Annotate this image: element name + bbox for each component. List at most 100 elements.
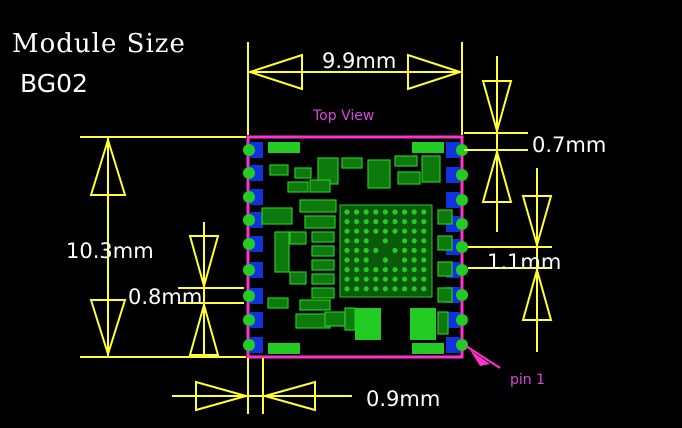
bga-ball	[382, 276, 388, 282]
bga-ball	[344, 228, 350, 234]
bga-ball	[382, 209, 388, 215]
component	[304, 215, 336, 229]
bga-ball	[363, 247, 369, 253]
bga-ball	[411, 247, 417, 253]
right-pin-pad	[446, 192, 460, 208]
component	[274, 231, 290, 273]
bga-ball	[402, 209, 408, 215]
component	[299, 299, 331, 311]
bga-ball	[402, 247, 408, 253]
left-pin-dot	[243, 167, 255, 179]
bga-ball	[354, 247, 360, 253]
left-pin-dot	[243, 339, 255, 351]
bga-ball	[421, 228, 427, 234]
bga-ball	[344, 276, 350, 282]
bga-ball	[344, 209, 350, 215]
component	[341, 157, 363, 169]
bga-ball	[392, 209, 398, 215]
right-pin-dot	[456, 144, 468, 156]
large-pad-bottom-left	[355, 308, 381, 340]
component	[287, 181, 309, 193]
bga-ball	[363, 257, 369, 263]
bga-ball	[421, 286, 427, 292]
component	[294, 167, 312, 179]
bga-ball-grid	[344, 209, 427, 292]
bga-ball	[373, 247, 379, 253]
dim-pin-pitch-label: 1.1mm	[487, 250, 561, 274]
bga-ball	[354, 209, 360, 215]
component	[311, 273, 335, 285]
bga-ball	[421, 257, 427, 263]
component	[394, 155, 418, 167]
component	[267, 297, 289, 309]
component	[344, 307, 356, 331]
bga-ball	[392, 247, 398, 253]
bga-ball	[421, 238, 427, 244]
bga-ball	[421, 209, 427, 215]
bga-ball	[421, 247, 427, 253]
bga-ball	[363, 228, 369, 234]
right-pin-dot	[456, 314, 468, 326]
component	[309, 179, 331, 193]
bga-ball	[354, 286, 360, 292]
bga-ball	[411, 286, 417, 292]
component	[289, 231, 307, 245]
component	[299, 199, 337, 213]
top-view-label: Top View	[312, 108, 374, 124]
component	[311, 245, 335, 257]
bga-ball	[392, 219, 398, 225]
top-right-strip-pad	[412, 142, 444, 153]
left-pin-dot	[243, 238, 255, 250]
left-pin-dot	[243, 144, 255, 156]
dim-height-label: 10.3mm	[66, 239, 154, 263]
bga-ball	[411, 267, 417, 273]
right-pin-pad	[446, 142, 460, 158]
right-pin-column	[446, 142, 468, 353]
bga-ball	[354, 276, 360, 282]
bga-ball	[402, 267, 408, 273]
right-pin-dot	[456, 289, 468, 301]
pin-1-label: pin 1	[510, 372, 545, 388]
bga-ball	[382, 257, 388, 263]
component	[437, 261, 453, 277]
bga-ball	[344, 267, 350, 273]
module-model: BG02	[20, 69, 88, 98]
bga-ball	[392, 267, 398, 273]
bga-ball	[354, 219, 360, 225]
bga-ball	[402, 276, 408, 282]
bga-ball	[344, 219, 350, 225]
component	[311, 259, 335, 271]
bga-ball	[373, 286, 379, 292]
right-pin-dot	[456, 194, 468, 206]
bga-ball	[411, 238, 417, 244]
bga-ball	[382, 219, 388, 225]
bga-ball	[392, 276, 398, 282]
bga-ball	[363, 286, 369, 292]
bga-ball	[411, 209, 417, 215]
bga-ball	[392, 286, 398, 292]
left-pin-dot	[243, 290, 255, 302]
bga-ball	[402, 257, 408, 263]
small-components	[261, 155, 453, 335]
left-pin-column	[243, 142, 263, 353]
bga-ball	[373, 209, 379, 215]
dim-pad-width-label: 0.9mm	[366, 387, 440, 411]
left-pin-dot	[243, 191, 255, 203]
bga-ball	[382, 286, 388, 292]
component	[437, 311, 449, 335]
bga-ball	[354, 238, 360, 244]
bga-ball	[363, 209, 369, 215]
right-pin-pad	[446, 312, 460, 328]
component	[367, 159, 391, 189]
bga-ball	[344, 238, 350, 244]
right-pin-dot	[456, 241, 468, 253]
bga-ball	[421, 276, 427, 282]
dim-edge-margin-label: 0.7mm	[532, 133, 606, 157]
bga-ball	[421, 219, 427, 225]
bga-ball	[373, 276, 379, 282]
bga-ball	[402, 219, 408, 225]
bga-ball	[373, 219, 379, 225]
component	[397, 171, 421, 185]
right-pin-dot	[456, 169, 468, 181]
left-pin-dot	[243, 214, 255, 226]
